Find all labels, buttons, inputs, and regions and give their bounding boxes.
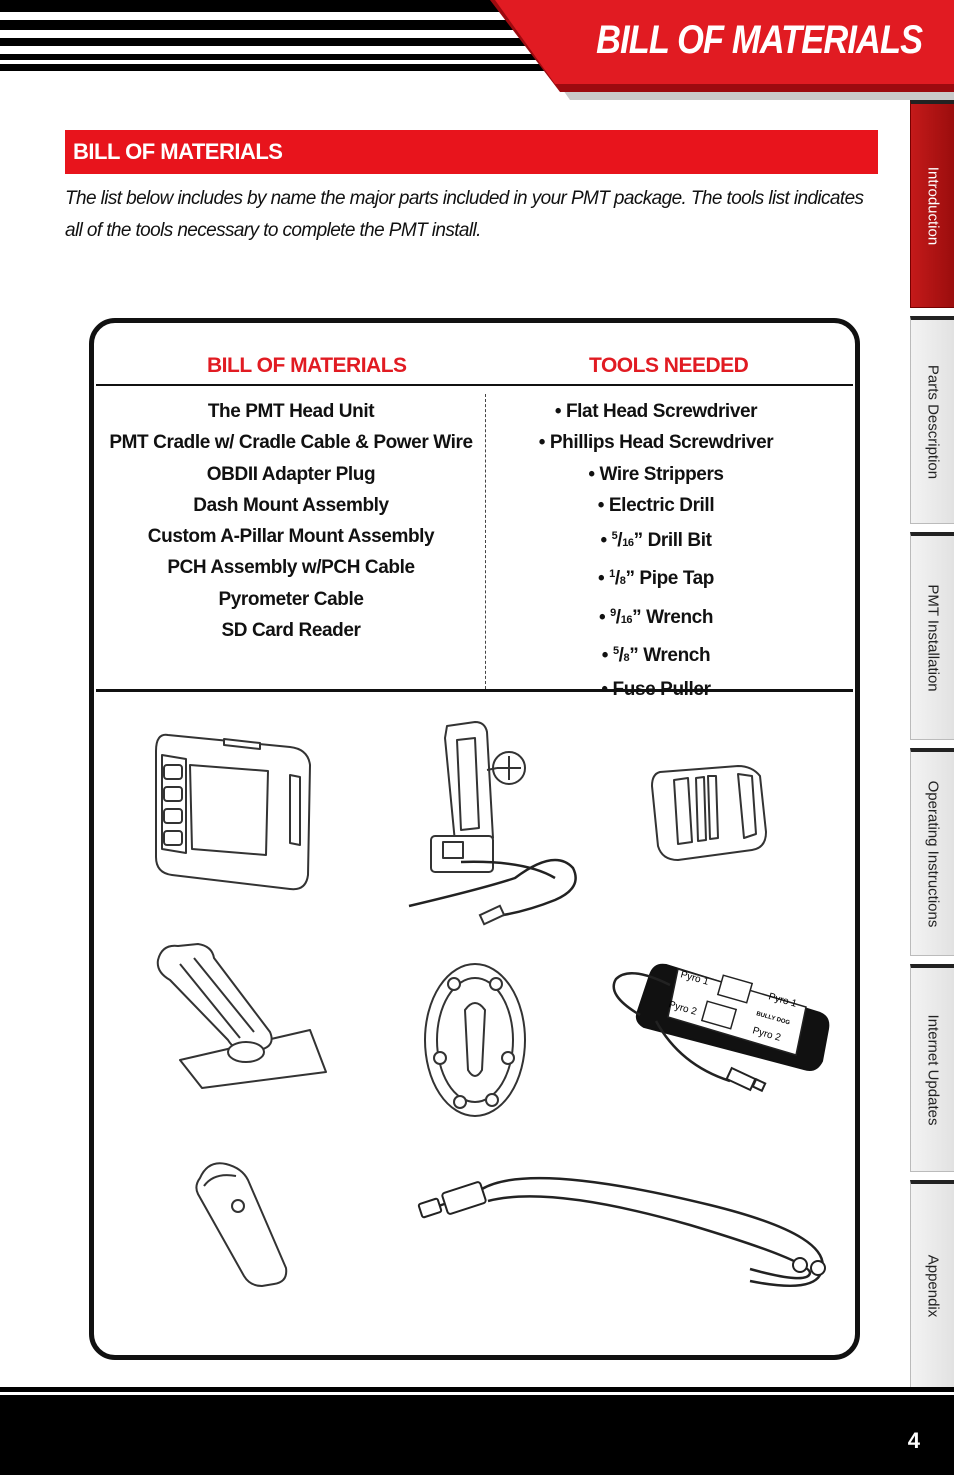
a-pillar-mount-image — [424, 963, 526, 1117]
header-graphic — [0, 0, 954, 100]
materials-heading: BILL OF MATERIALS — [207, 354, 407, 377]
pmt-head-unit-image — [155, 733, 311, 891]
fraction-numerator: 5 — [611, 530, 618, 543]
list-item: SD Card Reader — [221, 620, 361, 642]
footer-bar — [0, 1395, 954, 1475]
tab-label: Introduction — [924, 166, 941, 245]
side-tabs: Introduction Parts Description PMT Insta… — [910, 100, 954, 1390]
tab-label: PMT Installation — [924, 583, 941, 692]
tab-label: Appendix — [924, 1254, 941, 1317]
tool-text: ” Wrench — [632, 606, 714, 628]
fraction-numerator: 5 — [612, 645, 619, 658]
list-item: Custom A-Pillar Mount Assembly — [147, 526, 435, 548]
fraction-denominator: 8 — [619, 575, 626, 588]
list-item: • Phillips Head Screwdriver — [538, 432, 774, 454]
bullet: • — [600, 530, 612, 552]
bullet: • — [598, 606, 611, 628]
tab-label: Parts Description — [924, 364, 941, 479]
list-item: • Fuse Puller — [601, 679, 711, 701]
tool-text: ” Drill Bit — [633, 530, 712, 552]
column-divider — [485, 394, 486, 689]
dash-mount-image — [156, 943, 327, 1089]
intro-paragraph: The list below includes by name the majo… — [65, 188, 864, 241]
pch-assembly-image: Pyro 1 Pyro 2 Pyro 1 Pyro 2 BULLY DOG — [612, 963, 830, 1093]
section-heading: BILL OF MATERIALS — [73, 139, 283, 164]
pyrometer-cable-image — [417, 1176, 826, 1287]
list-item: • Wire Strippers — [588, 463, 724, 485]
section-heading-bar: BILL OF MATERIALS — [65, 130, 878, 174]
obdii-plug-image — [651, 765, 767, 861]
list-item: Dash Mount Assembly — [193, 494, 389, 516]
fraction-denominator: 16 — [622, 537, 634, 550]
list-item-wrench-9-16: • 9/16” Wrench — [598, 606, 714, 628]
tool-text: ” Wrench — [629, 645, 711, 667]
page-number: 4 — [907, 1428, 920, 1453]
list-item: OBDII Adapter Plug — [206, 463, 376, 485]
tools-list: • Flat Head Screwdriver • Phillips Head … — [486, 396, 826, 706]
fraction-denominator: 16 — [620, 613, 633, 626]
fraction-denominator: 8 — [623, 652, 630, 665]
list-item: • Flat Head Screwdriver — [554, 401, 758, 422]
list-item-pipe-tap: • 1/8” Pipe Tap — [597, 568, 715, 590]
list-item: The PMT Head Unit — [207, 401, 375, 422]
list-item-wrench-5-8: • 5/8” Wrench — [601, 645, 711, 667]
tab-pmt-installation[interactable]: PMT Installation — [910, 532, 954, 740]
sd-card-reader-image — [195, 1162, 288, 1288]
footer-rule — [0, 1387, 954, 1392]
fraction-numerator: 1 — [609, 568, 615, 581]
bullet: • — [601, 645, 613, 667]
tab-introduction[interactable]: Introduction — [910, 100, 954, 308]
tab-label: Operating Instructions — [924, 780, 941, 927]
bom-panel — [89, 318, 860, 1360]
list-item: Pyrometer Cable — [218, 588, 364, 610]
tab-label: Internet Updates — [924, 1014, 941, 1125]
list-item: • Electric Drill — [597, 494, 715, 516]
list-rule — [96, 689, 853, 692]
tool-text: ” Pipe Tap — [625, 568, 715, 590]
bullet: • — [597, 568, 610, 590]
list-item: PMT Cradle w/ Cradle Cable & Power Wire — [109, 432, 473, 454]
tools-heading: TOOLS NEEDED — [589, 354, 749, 377]
tab-operating-instructions[interactable]: Operating Instructions — [910, 748, 954, 956]
tab-parts-description[interactable]: Parts Description — [910, 316, 954, 524]
fraction-numerator: 9 — [610, 606, 616, 619]
tab-internet-updates[interactable]: Internet Updates — [910, 964, 954, 1172]
page-title: BILL OF MATERIALS — [595, 18, 923, 62]
list-item-drill-bit: • 5/16” Drill Bit — [600, 530, 712, 552]
tab-appendix[interactable]: Appendix — [910, 1180, 954, 1388]
materials-list: The PMT Head Unit PMT Cradle w/ Cradle C… — [96, 396, 486, 646]
list-item: PCH Assembly w/PCH Cable — [167, 557, 415, 579]
cradle-image — [408, 721, 577, 926]
header-rule — [96, 384, 853, 386]
